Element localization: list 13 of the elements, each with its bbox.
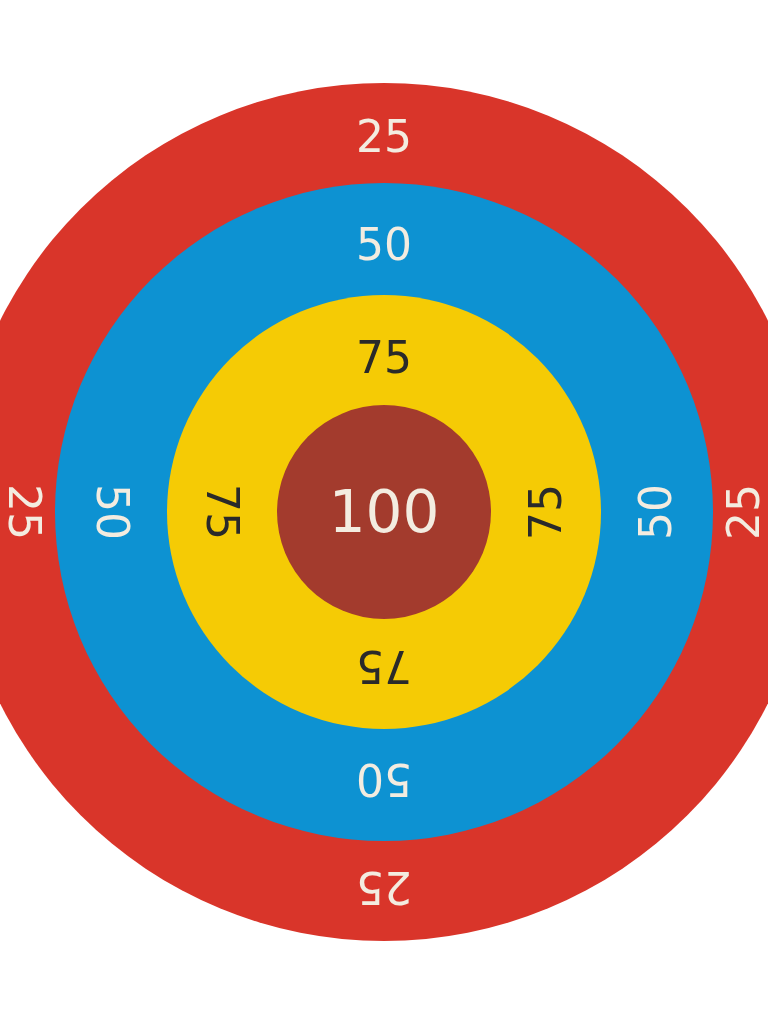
score-label: 25 [722,484,766,540]
score-label: 50 [634,484,678,540]
score-label: 75 [356,336,412,380]
score-label: 75 [200,484,244,540]
score-label: 75 [356,644,412,688]
score-label: 50 [356,223,412,267]
score-label: 25 [356,115,412,159]
score-label: 25 [2,484,46,540]
score-label: 50 [356,757,412,801]
score-label: 25 [356,865,412,909]
score-label: 50 [90,484,134,540]
score-label: 100 [328,483,440,541]
score-label: 75 [524,484,568,540]
